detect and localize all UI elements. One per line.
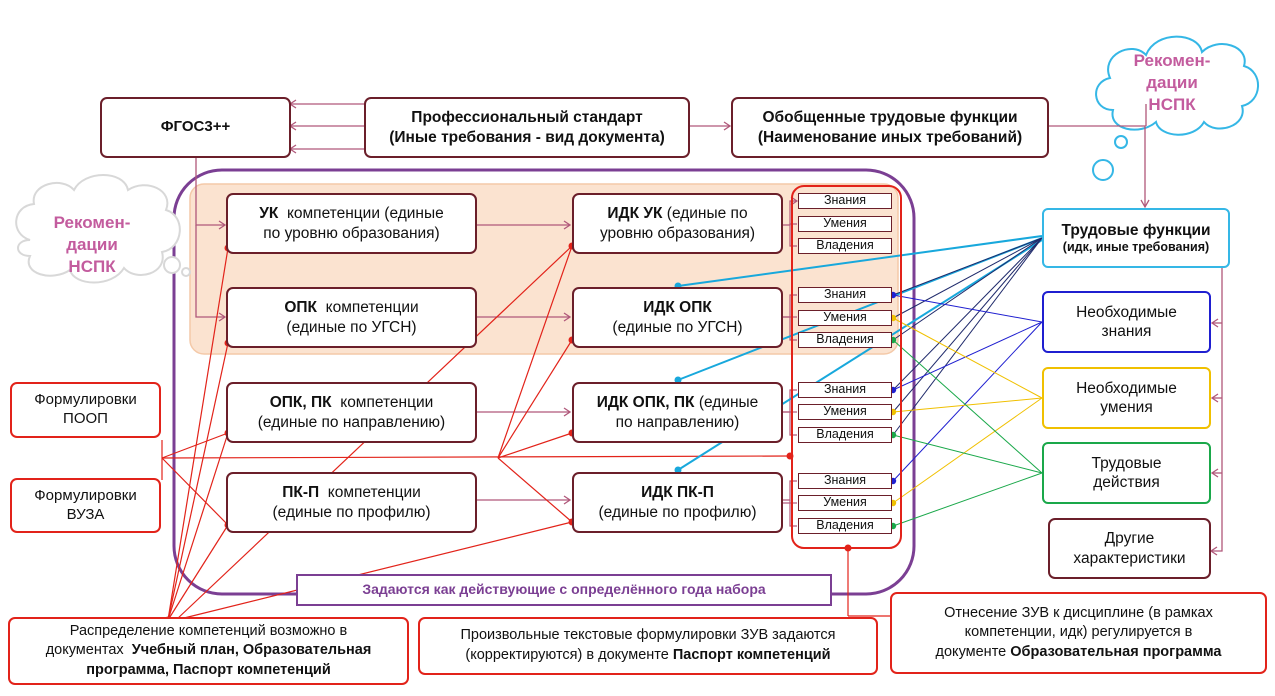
zuv-pk-p-umeniya[interactable]: Умения <box>798 495 892 511</box>
zuv-opk-pk-znaniya[interactable]: Знания <box>798 382 892 398</box>
actions-line2: действия <box>1093 474 1160 491</box>
actions-line1: Трудовые <box>1091 454 1162 472</box>
free-text-line1: Произвольные текстовые формулировки ЗУВ … <box>460 627 836 644</box>
distribution-line2-pre: документах <box>45 642 124 659</box>
zuv-pk-p-vladeniya[interactable]: Владения <box>798 518 892 534</box>
attribution-line3-bold: Образовательная программа <box>1010 643 1222 660</box>
distribution-note: Распределение компетенций возможно в док… <box>8 617 409 685</box>
skills-line2: умения <box>1100 399 1153 416</box>
other-line1: Другие <box>1104 530 1155 548</box>
free-text-line2-pre: (корректируются) в документе <box>465 647 669 663</box>
fgos-label: ФГОС3++ <box>160 118 231 136</box>
poop-line2: ПООП <box>63 410 108 427</box>
zuv-uk-umeniya[interactable]: Умения <box>798 216 892 232</box>
prof-standard-box[interactable]: Профессиональный стандарт (Иные требован… <box>364 97 690 158</box>
zuv-opk-pk-umeniya[interactable]: Умения <box>798 404 892 420</box>
opk-pk-line2: (единые по направлению) <box>257 413 446 431</box>
zuv-uk-znaniya[interactable]: Знания <box>798 193 892 209</box>
otf-box[interactable]: Обобщенные трудовые функции (Наименовани… <box>731 97 1049 158</box>
active-note-box: Задаются как действующие с определённого… <box>296 574 832 606</box>
attribution-note: Отнесение ЗУВ к дисциплине (в рамках ком… <box>890 592 1267 674</box>
cloud-left-shape <box>15 174 191 284</box>
poop-box[interactable]: Формулировки ПООП <box>10 382 161 438</box>
zuv-opk-pk-vladeniya[interactable]: Владения <box>798 427 892 443</box>
idk-pk-p-box[interactable]: ИДК ПК-П (единые по профилю) <box>572 472 783 533</box>
pk-p-competency-box[interactable]: ПК-П компетенции (единые по профилю) <box>226 472 477 533</box>
vuz-line1: Формулировки <box>34 486 137 504</box>
zuv-opk-vladeniya[interactable]: Владения <box>798 332 892 348</box>
uk-text: компетенции (единые <box>286 205 444 223</box>
opk-bold: ОПК <box>284 299 317 317</box>
free-text-note: Произвольные текстовые формулировки ЗУВ … <box>418 617 878 675</box>
idk-opk-pk-box[interactable]: ИДК ОПК, ПК (единые по направлению) <box>572 382 783 443</box>
pk-p-line2: (единые по профилю) <box>272 503 431 521</box>
cloud-top-shape <box>1092 35 1259 181</box>
attribution-line1: Отнесение ЗУВ к дисциплине (в рамках <box>944 604 1213 621</box>
idk-pk-p-line2: (единые по профилю) <box>598 503 757 521</box>
vuz-box[interactable]: Формулировки ВУЗА <box>10 478 161 533</box>
labor-functions-box[interactable]: Трудовые функции (идк, иные требования) <box>1042 208 1230 268</box>
opk-pk-bold: ОПК, ПК <box>269 394 332 412</box>
zuv-pk-p-znaniya[interactable]: Знания <box>798 473 892 489</box>
uk-competency-box[interactable]: УК компетенции (единые по уровню образов… <box>226 193 477 254</box>
skills-box[interactable]: Необходимые умения <box>1042 367 1211 429</box>
distribution-line3-bold: программа, Паспорт компетенций <box>86 661 331 678</box>
idk-opk-line2: (единые по УГСН) <box>612 318 743 336</box>
opk-competency-box[interactable]: ОПК компетенции (единые по УГСН) <box>226 287 477 348</box>
opk-text: компетенции <box>325 299 419 317</box>
other-line2: характеристики <box>1073 549 1186 567</box>
actions-box[interactable]: Трудовые действия <box>1042 442 1211 504</box>
fgos-box[interactable]: ФГОС3++ <box>100 97 291 158</box>
idk-opk-box[interactable]: ИДК ОПК (единые по УГСН) <box>572 287 783 348</box>
vuz-line2: ВУЗА <box>66 505 105 523</box>
opk-line2: (единые по УГСН) <box>286 318 417 336</box>
distribution-line2-bold: Учебный план, Образовательная <box>131 642 372 659</box>
knowledge-box[interactable]: Необходимые знания <box>1042 291 1211 353</box>
otf-sub: (Наименование иных требований) <box>757 128 1023 146</box>
zuv-uk-vladeniya[interactable]: Владения <box>798 238 892 254</box>
zuv-opk-znaniya[interactable]: Знания <box>798 287 892 303</box>
prof-standard-sub: (Иные требования - вид документа) <box>389 128 665 146</box>
otf-title: Обобщенные трудовые функции <box>762 109 1018 127</box>
uk-bold: УК <box>259 205 279 223</box>
pk-p-text: компетенции <box>327 484 421 502</box>
knowledge-line2: знания <box>1101 323 1152 340</box>
idk-opk-bold: ИДК ОПК <box>643 299 712 317</box>
idk-uk-box[interactable]: ИДК УК (единые по уровню образования) <box>572 193 783 254</box>
zuv-opk-umeniya[interactable]: Умения <box>798 310 892 326</box>
labor-functions-title: Трудовые функции <box>1061 221 1211 239</box>
uk-line2: по уровню образования) <box>263 224 440 242</box>
prof-standard-title: Профессиональный стандарт <box>411 109 643 127</box>
idk-uk-text: (единые по <box>666 205 748 223</box>
pk-p-bold: ПК-П <box>282 484 320 502</box>
idk-opk-pk-bold: ИДК ОПК, ПК <box>596 394 695 412</box>
knowledge-line1: Необходимые <box>1076 303 1177 321</box>
distribution-line1: Распределение компетенций возможно в <box>69 622 348 639</box>
opk-pk-competency-box[interactable]: ОПК, ПК компетенции (единые по направлен… <box>226 382 477 443</box>
zuv-column <box>791 185 902 549</box>
idk-pk-p-bold: ИДК ПК-П <box>641 484 714 502</box>
attribution-line3-pre: документе <box>935 643 1007 660</box>
attribution-line2: компетенции, идк) регулируется в <box>964 624 1193 641</box>
labor-functions-sub: (идк, иные требования) <box>1062 239 1210 254</box>
poop-line1: Формулировки <box>34 391 137 409</box>
skills-line1: Необходимые <box>1076 379 1177 397</box>
idk-uk-bold: ИДК УК <box>607 205 663 223</box>
idk-uk-line2: уровню образования) <box>599 224 756 242</box>
other-box[interactable]: Другие характеристики <box>1048 518 1211 579</box>
free-text-line2-bold: Паспорт компетенций <box>672 647 831 663</box>
opk-pk-text: компетенции <box>340 394 434 412</box>
active-note-text: Задаются как действующие с определённого… <box>362 581 766 598</box>
idk-opk-pk-text: (единые <box>698 394 759 412</box>
idk-opk-pk-line2: по направлению) <box>615 413 740 431</box>
